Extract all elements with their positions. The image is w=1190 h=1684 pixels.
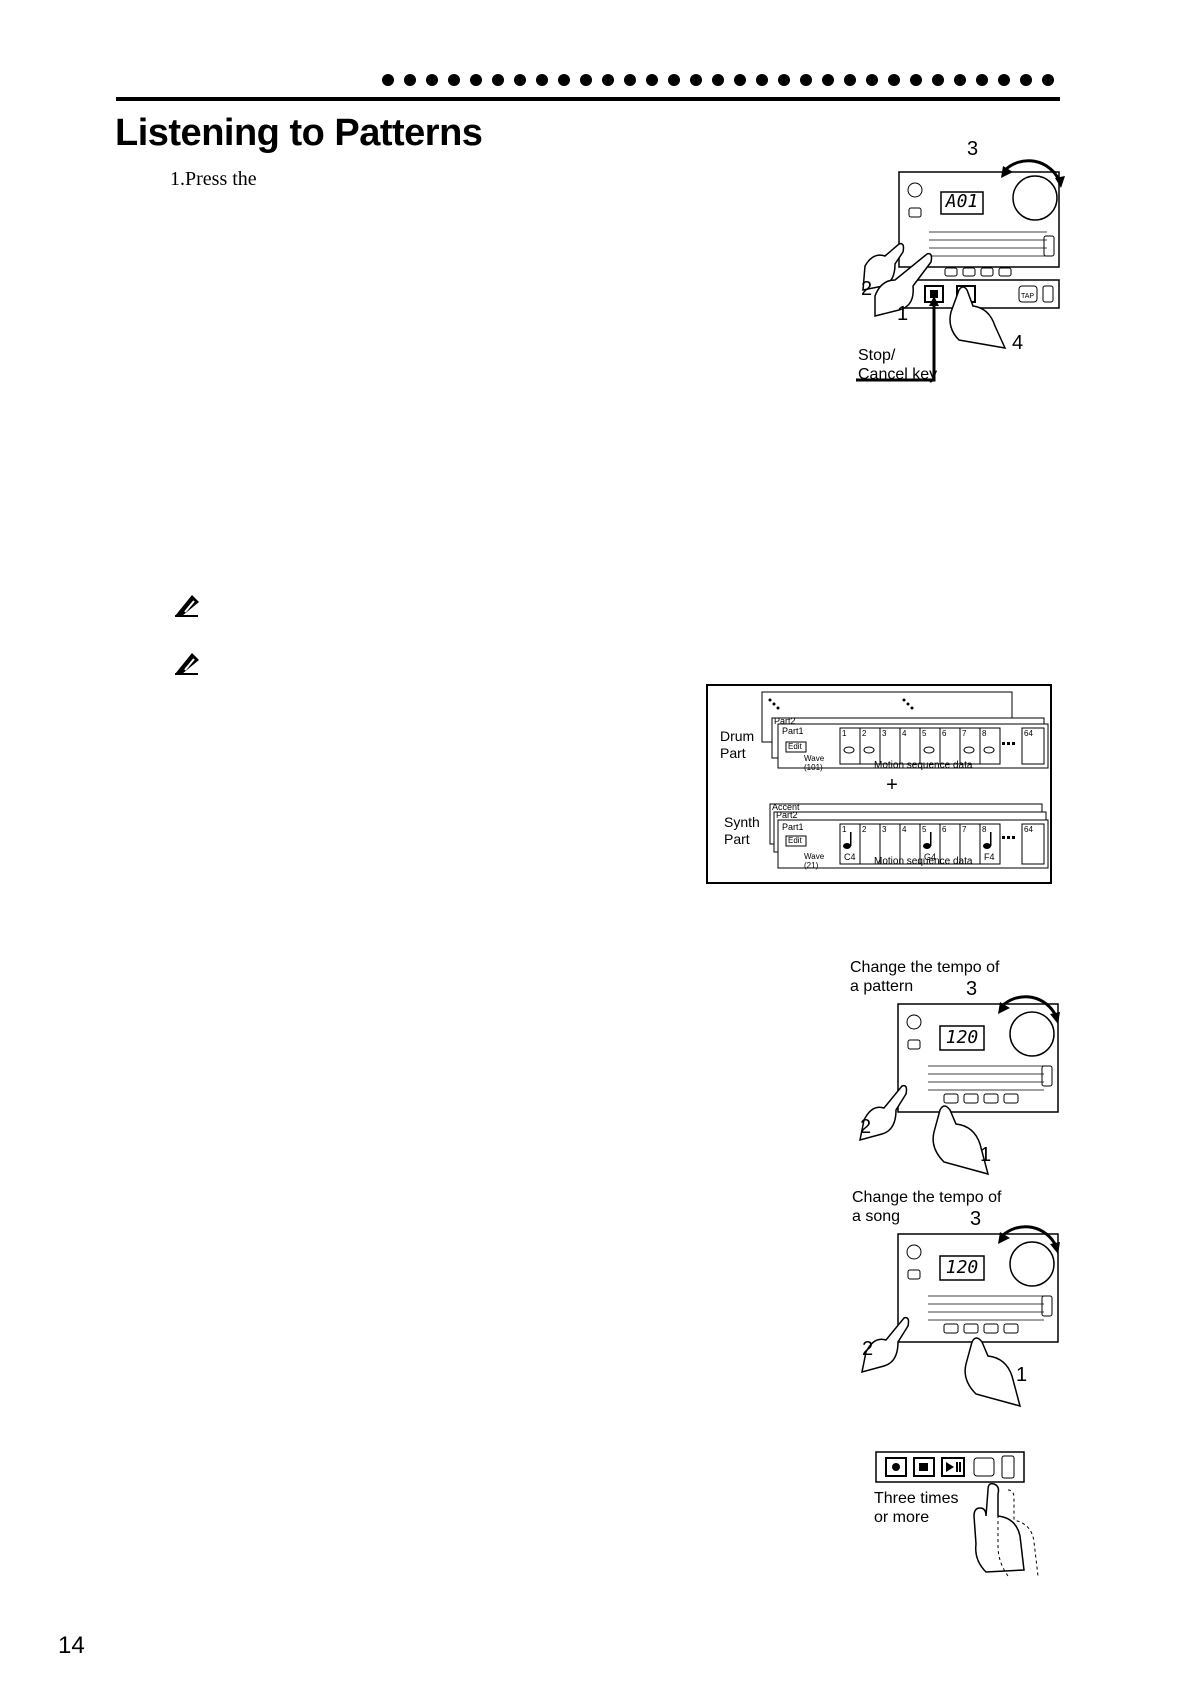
step-number: 6: [942, 825, 947, 834]
callout-2: 2: [861, 278, 873, 300]
device-panel-illustration: [859, 995, 1060, 1176]
step-number: 4: [902, 729, 907, 738]
drum-edit-label: Edit: [788, 742, 802, 751]
callout-3: 3: [967, 138, 979, 160]
note-name: G4: [924, 852, 937, 862]
step-number: 7: [962, 729, 967, 738]
drum-wave-label: Wave (101): [804, 754, 825, 772]
led-display: 120: [945, 1257, 979, 1278]
svg-text:TAP: TAP: [1021, 293, 1034, 300]
synth-part-label: Synth Part: [724, 814, 760, 847]
transport-keys-illustration: [875, 1451, 1039, 1577]
step-number: 6: [942, 729, 947, 738]
note-icon: [175, 595, 199, 617]
synth-wave-label: Wave (21): [804, 852, 825, 870]
step-1-text: 1.Press the: [170, 168, 257, 190]
note-name: F4: [984, 852, 995, 862]
synth-part1-label: Part1: [782, 822, 804, 832]
step-number: 5: [922, 825, 927, 834]
led-display: 120: [945, 1027, 979, 1048]
header-rule: [116, 97, 1060, 101]
note-icon: [175, 653, 199, 675]
synth-motion-sequence-label: Motion sequence data: [874, 856, 973, 867]
step-number: 1: [842, 729, 847, 738]
drum-part-label: Drum Part: [720, 728, 755, 761]
device-panel-illustration: TAP: [856, 159, 1065, 382]
step-number: 3: [882, 825, 887, 834]
figure-play-pattern: TAP 3 2 1 4 Stop/ Cancel key A01: [855, 138, 1065, 390]
page-number: 14: [58, 1632, 85, 1659]
step-number: 5: [922, 729, 927, 738]
step-number: 64: [1024, 729, 1033, 738]
callout-2: 2: [862, 1338, 874, 1360]
callout-1: 1: [897, 303, 909, 325]
accent-label: Accent: [772, 802, 800, 812]
callout-2: 2: [860, 1116, 872, 1138]
header-dot-row: [382, 74, 1054, 86]
synth-part2-label: Part2: [776, 810, 798, 820]
device-panel-illustration: [861, 1225, 1060, 1408]
step-number: 64: [1024, 825, 1033, 834]
step-number: 3: [882, 729, 887, 738]
callout-1: 1: [980, 1144, 992, 1166]
figure-tap-tempo: Three times or more: [874, 1450, 1060, 1580]
callout-3: 3: [966, 978, 978, 1000]
drum-part2-label: Part2: [774, 716, 796, 726]
callout-1: 1: [1016, 1364, 1028, 1386]
figure-caption: Change the tempo of a pattern: [850, 959, 1000, 995]
step-number: 8: [982, 825, 987, 834]
tap-caption: Three times or more: [874, 1490, 959, 1526]
figure-pattern-structure: + Drum Part Synth Part Part2 Part1 Edit …: [706, 684, 1052, 884]
led-display: A01: [945, 191, 979, 212]
callout-4: 4: [1012, 332, 1024, 354]
figure-caption: Change the tempo of a song: [852, 1189, 1002, 1225]
figure-tempo-pattern: Change the tempo of a pattern 3 2 1 120: [848, 958, 1060, 1188]
pattern-structure-diagram: +: [761, 691, 1049, 869]
step-number: 7: [962, 825, 967, 834]
step-number: 4: [902, 825, 907, 834]
page-title: Listening to Patterns: [115, 112, 483, 154]
step-number: 8: [982, 729, 987, 738]
step-number: 2: [862, 825, 867, 834]
callout-3: 3: [970, 1208, 982, 1230]
note-name: C4: [844, 852, 856, 862]
stop-cancel-key-label: Stop/ Cancel key: [858, 347, 938, 383]
step-number: 1: [842, 825, 847, 834]
svg-text:+: +: [886, 774, 898, 796]
step-number: 2: [862, 729, 867, 738]
drum-motion-sequence-label: Motion sequence data: [874, 760, 973, 771]
figure-tempo-song: Change the tempo of a song 3 2 1 120: [848, 1188, 1060, 1418]
drum-part1-label: Part1: [782, 726, 804, 736]
synth-edit-label: Edit: [788, 836, 802, 845]
